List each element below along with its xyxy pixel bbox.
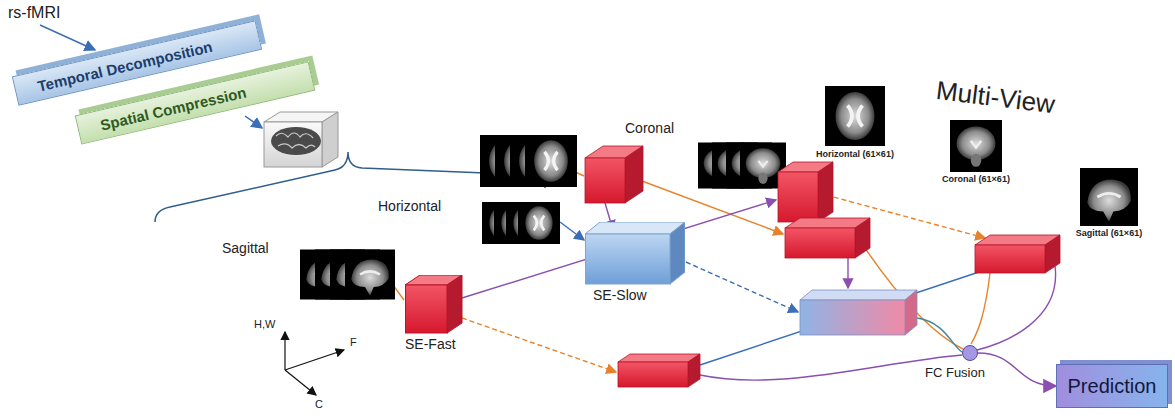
connection-line — [560, 222, 584, 240]
section-heading: Multi-View — [934, 76, 1056, 120]
output-box: Prediction — [1056, 364, 1168, 408]
node-label: Temporal Decomposition — [36, 37, 214, 94]
node-label: FC Fusion — [925, 365, 985, 380]
view-label: Coronal — [625, 120, 674, 136]
se-slow-block: SE-Slow — [585, 222, 685, 285]
connection-line — [686, 262, 798, 312]
feature-block — [818, 162, 833, 222]
connection-line — [847, 258, 848, 288]
multi-view-image — [825, 86, 885, 146]
view-label: Coronal (61×61) — [940, 174, 1012, 184]
axis-arrows — [285, 332, 344, 395]
fusion-node: FC Fusion — [962, 345, 978, 361]
feature-block — [855, 218, 870, 258]
view-label: Sagittal — [222, 240, 269, 256]
axis-arrows — [285, 370, 316, 395]
connection-line — [917, 318, 962, 352]
node-label: SE-Slow — [593, 287, 647, 303]
axis-label: F — [350, 336, 357, 349]
connection-line — [462, 318, 616, 372]
multi-view-image — [950, 120, 1002, 172]
brain-volume — [264, 122, 322, 167]
feature-block — [785, 228, 855, 258]
node-label: Spatial Compression — [99, 83, 248, 133]
brain-volume — [276, 133, 315, 148]
axis-label: H,W — [254, 318, 275, 331]
axis-arrows — [284, 332, 285, 370]
connection-line — [700, 270, 985, 365]
brain-volume — [271, 127, 321, 155]
feature-block — [688, 354, 700, 387]
block-shape — [585, 222, 685, 285]
connection-line — [971, 273, 990, 344]
feature-block — [625, 146, 643, 203]
connection-line — [462, 200, 776, 298]
feature-block — [618, 354, 700, 362]
fused-block — [800, 300, 905, 335]
node-label: Prediction — [1068, 375, 1157, 398]
fused-block — [800, 290, 917, 300]
mri-slice-stack — [525, 135, 577, 187]
brain-volume — [322, 112, 338, 167]
view-label: Sagittal (61×61) — [1072, 228, 1146, 238]
input-arrow — [245, 116, 262, 128]
view-label: rs-fMRI — [8, 4, 60, 22]
feature-block — [975, 245, 1045, 273]
multi-view-image — [1080, 168, 1138, 226]
feature-block — [585, 158, 625, 203]
flow-arrow — [978, 353, 1056, 386]
se-fast-block: SE-Fast — [405, 275, 463, 334]
connection-line — [700, 355, 962, 380]
block-shape — [405, 275, 463, 334]
fused-block — [800, 290, 917, 335]
connection-line — [977, 266, 1056, 350]
feature-block — [618, 362, 688, 387]
mri-slice-stack — [300, 135, 786, 300]
view-label: Horizontal — [378, 198, 441, 214]
node-label: SE-Fast — [405, 336, 456, 352]
mri-slice-stack — [345, 250, 395, 300]
axis-arrows — [285, 350, 344, 370]
feature-block — [778, 172, 818, 222]
mri-slice-stack — [518, 202, 560, 244]
connection-line — [393, 165, 1056, 380]
brain-volume — [264, 112, 338, 167]
feature-block — [585, 146, 1060, 387]
view-label: Horizontal (61×61) — [816, 149, 894, 159]
fused-block — [905, 290, 917, 335]
input-arrow — [40, 25, 95, 50]
feature-block — [1045, 235, 1060, 273]
axis-label: C — [315, 398, 323, 411]
